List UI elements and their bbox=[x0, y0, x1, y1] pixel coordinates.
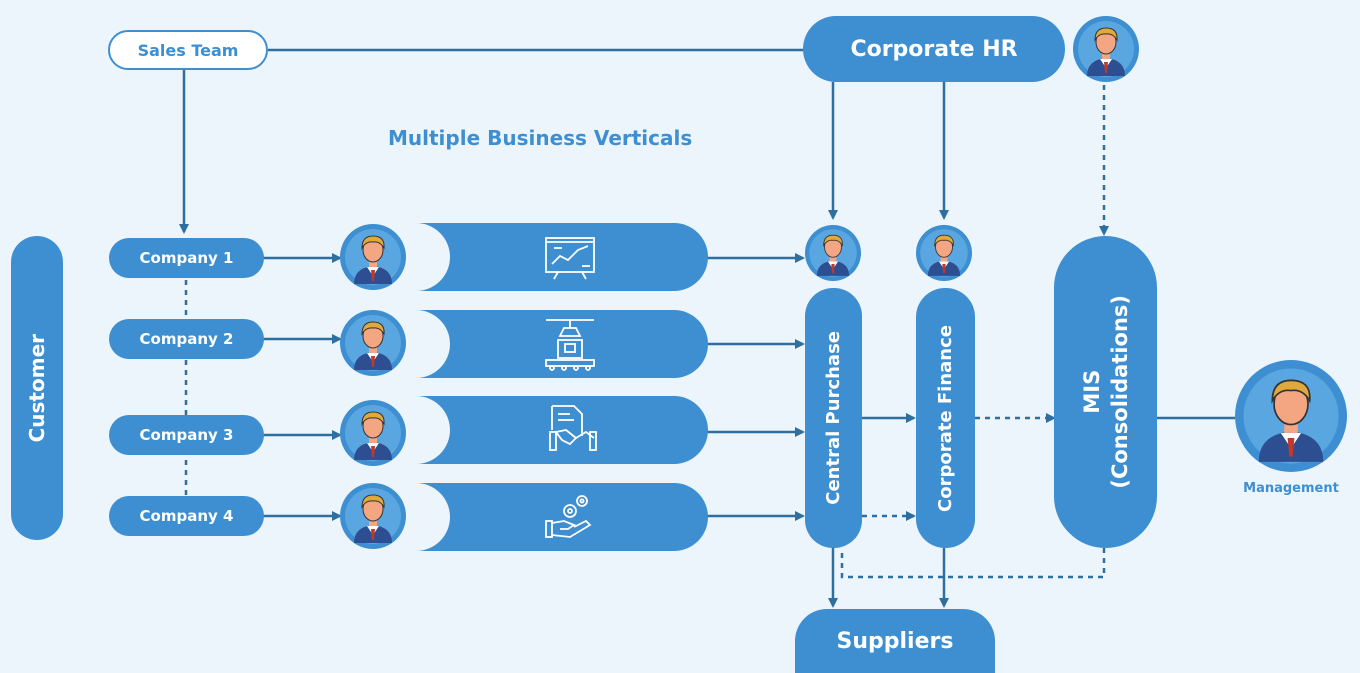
avatar bbox=[340, 224, 406, 290]
person-icon bbox=[805, 225, 861, 281]
management-label: Management bbox=[1243, 481, 1339, 496]
company-2: Company 2 bbox=[109, 319, 264, 359]
customer-box: Customer bbox=[11, 236, 63, 540]
avatar bbox=[340, 310, 406, 376]
presentation-chart-icon bbox=[545, 237, 595, 280]
company-1: Company 1 bbox=[109, 238, 264, 278]
multiple-business-verticals-title: Multiple Business Verticals bbox=[388, 126, 693, 150]
mis-label: MIS bbox=[1079, 370, 1104, 414]
assembly-line-icon bbox=[545, 319, 595, 371]
company-4: Company 4 bbox=[109, 496, 264, 536]
avatar bbox=[340, 483, 406, 549]
customer-label: Customer bbox=[25, 333, 49, 443]
person-icon bbox=[340, 483, 406, 549]
avatar bbox=[1073, 16, 1139, 82]
person-icon bbox=[916, 225, 972, 281]
avatar bbox=[805, 225, 861, 281]
sales-team-label: Sales Team bbox=[108, 30, 268, 70]
company-3: Company 3 bbox=[109, 415, 264, 455]
management-avatar bbox=[1235, 360, 1347, 472]
suppliers-label: Suppliers bbox=[836, 628, 954, 654]
vertical-lane-1 bbox=[410, 223, 708, 291]
person-icon bbox=[1073, 16, 1139, 82]
mis-box: MIS (Consolidations) bbox=[1054, 236, 1157, 548]
hand-gears-icon bbox=[545, 495, 592, 538]
central-purchase-box: Central Purchase bbox=[805, 288, 862, 548]
vertical-lane-3 bbox=[410, 396, 708, 464]
person-icon bbox=[340, 310, 406, 376]
person-icon bbox=[340, 400, 406, 466]
corporate-finance-box: Corporate Finance bbox=[916, 288, 975, 548]
suppliers-box: Suppliers bbox=[795, 609, 995, 673]
vertical-lane-4 bbox=[410, 483, 708, 551]
avatar bbox=[916, 225, 972, 281]
central-purchase-label: Central Purchase bbox=[823, 331, 844, 505]
corporate-finance-label: Corporate Finance bbox=[935, 324, 956, 512]
person-icon bbox=[340, 224, 406, 290]
vertical-lane-2 bbox=[410, 310, 708, 378]
person-icon bbox=[1235, 360, 1347, 472]
corporate-hr-box: Corporate HR bbox=[803, 16, 1065, 82]
corporate-hr-label: Corporate HR bbox=[850, 36, 1018, 62]
contract-handshake-icon bbox=[549, 405, 597, 451]
mis-consolidations-label: (Consolidations) bbox=[1107, 295, 1132, 489]
avatar bbox=[340, 400, 406, 466]
